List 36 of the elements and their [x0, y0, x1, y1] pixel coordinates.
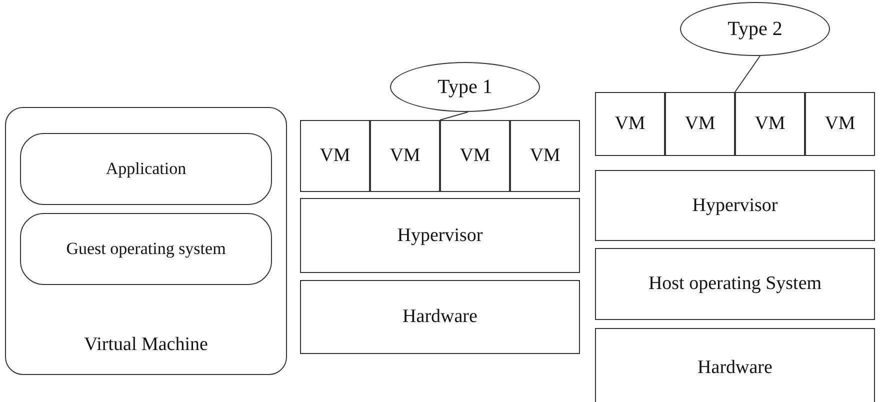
leader-line: [734, 56, 760, 92]
layer-label: Type 1: [438, 76, 492, 98]
layer-label: Application: [106, 159, 186, 179]
layer-box: [300, 120, 370, 192]
layer-label: VM: [824, 113, 856, 135]
layer-box: [595, 92, 665, 156]
layer-box: [510, 120, 580, 192]
layer-label: VM: [614, 113, 646, 135]
layer-box: [805, 92, 875, 156]
layer-label: Hypervisor: [397, 224, 483, 246]
layer-box: [595, 170, 875, 241]
layer-box: [370, 120, 440, 192]
layer-box: [440, 120, 510, 192]
layer-box: [665, 92, 735, 156]
layer-box: [300, 198, 580, 273]
layer-box: [300, 280, 580, 354]
layer-label: VM: [460, 145, 490, 167]
layer-box: [595, 248, 875, 320]
group-title: Virtual Machine: [84, 334, 208, 356]
layer-box: [735, 92, 805, 156]
layer-box: [20, 213, 272, 285]
leader-line: [440, 112, 468, 120]
layer-label: Hardware: [402, 306, 478, 328]
layer-label: VM: [390, 145, 420, 167]
layer-label: VM: [530, 145, 560, 167]
layer-label: Hypervisor: [692, 194, 778, 216]
layer-box: [595, 328, 875, 402]
layer-label: Hardware: [698, 357, 772, 379]
layer-label: VM: [684, 113, 716, 135]
layer-label: Guest operating system: [66, 239, 226, 259]
layer-label: Type 2: [728, 18, 782, 40]
layer-box: [20, 133, 272, 205]
layer-label: VM: [320, 145, 350, 167]
layer-label: VM: [754, 113, 786, 135]
vm-container: [5, 107, 287, 375]
layer-label: Host operating System: [648, 273, 822, 295]
